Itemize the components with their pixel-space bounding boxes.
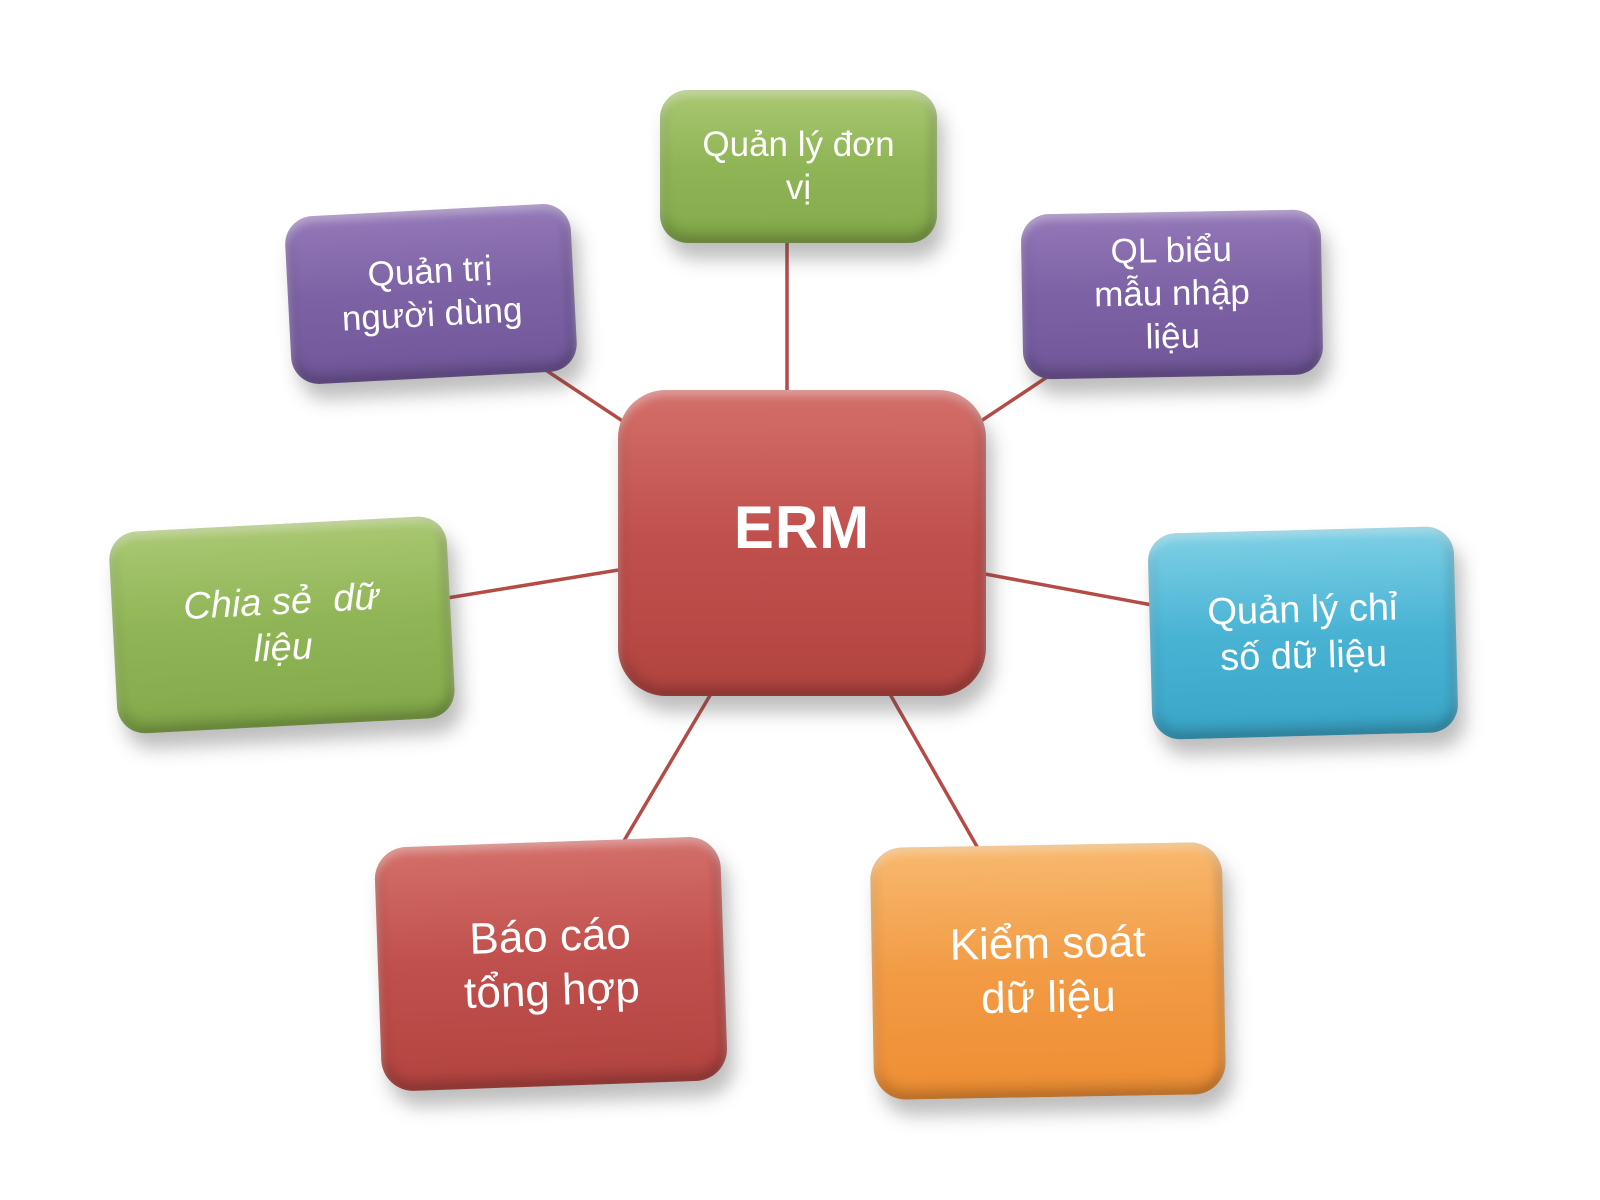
node-label: Quản trị người dùng (340, 249, 524, 339)
node-chia-se-du-lieu: Chia sẻ dữ liệu (107, 515, 457, 735)
node-quan-ly-don-vi: Quản lý đơn vị (660, 90, 937, 243)
node-quan-ly-chi-so-du-lieu: Quản lý chỉ số dữ liệu (1147, 526, 1459, 740)
node-label: QL biểu mẫu nhập liệu (1093, 230, 1251, 357)
node-label: Quản lý đơn vị (702, 124, 895, 207)
node-label: Chia sẻ dữ liệu (182, 575, 380, 671)
center-node-erm: ERM (618, 390, 986, 696)
node-bao-cao-tong-hop: Báo cáo tổng hợp (373, 836, 729, 1092)
node-label: Kiểm soát dữ liệu (949, 917, 1146, 1024)
node-kiem-soat-du-lieu: Kiểm soát dữ liệu (869, 841, 1227, 1101)
node-label: Quản lý chỉ số dữ liệu (1206, 586, 1398, 680)
node-quan-tri-nguoi-dung: Quản trị người dùng (283, 202, 579, 386)
node-label: Báo cáo tổng hợp (463, 909, 641, 1019)
center-node-label: ERM (733, 494, 871, 562)
node-ql-bieu-mau-nhap-lieu: QL biểu mẫu nhập liệu (1020, 209, 1324, 380)
